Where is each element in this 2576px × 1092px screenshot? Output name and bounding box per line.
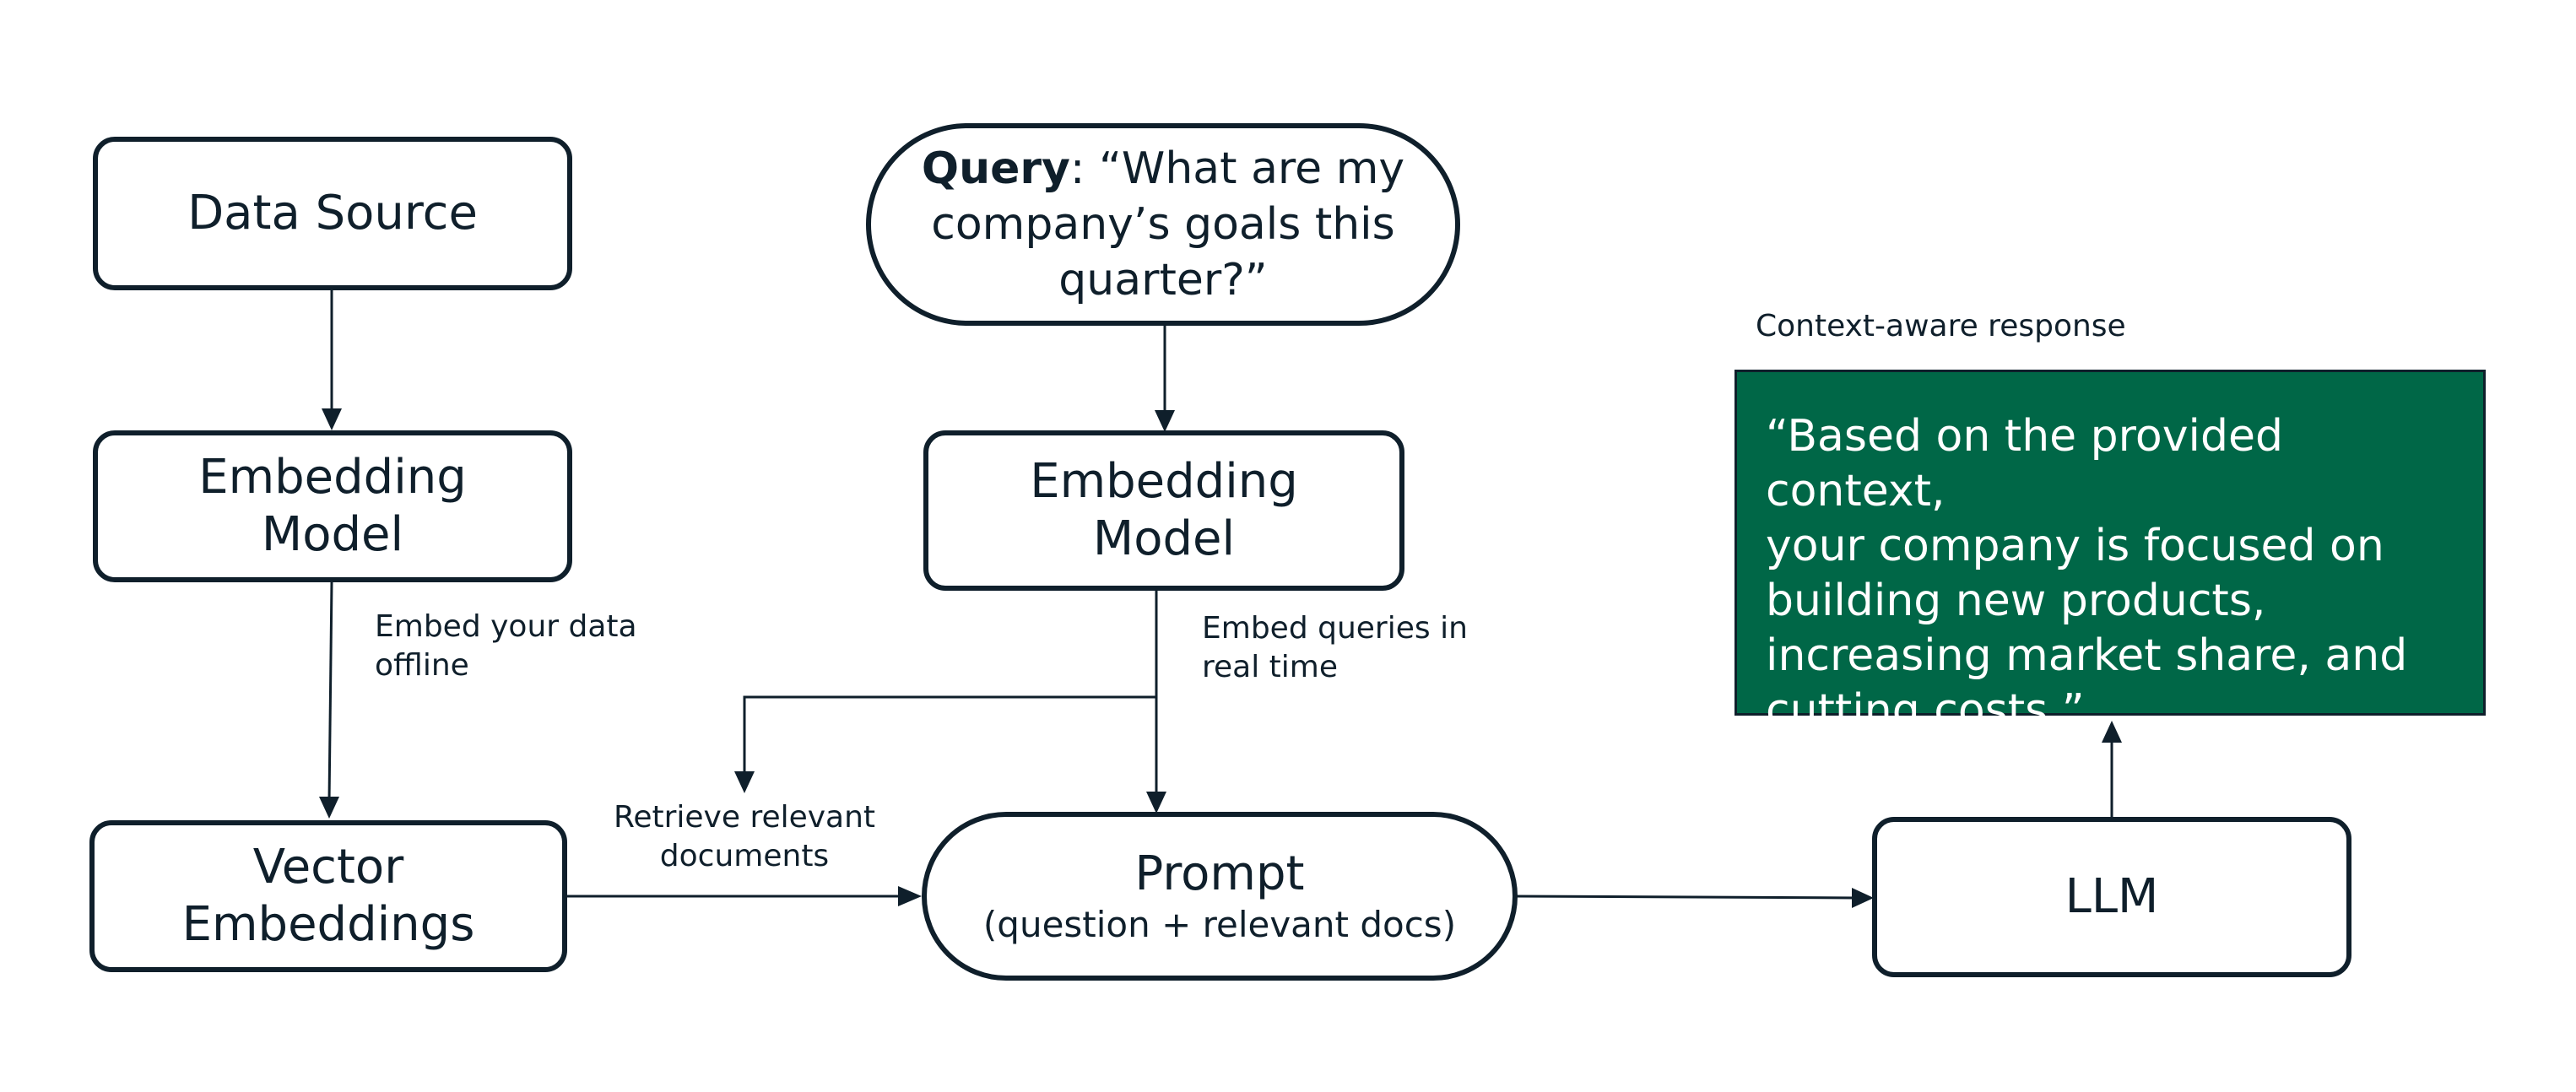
data-source-label: Data Source xyxy=(187,186,478,241)
context-aware-label: Context-aware response xyxy=(1756,309,2126,343)
query-bold-label: Query xyxy=(921,143,1070,194)
data-source-node: Data Source xyxy=(93,137,572,290)
llm-node: LLM xyxy=(1872,817,2351,977)
query-text: Query: “What are my company’s goals this… xyxy=(888,141,1438,308)
arrowhead-retrieve-branch xyxy=(734,771,755,793)
arrowhead-embedding-to-vector xyxy=(319,797,339,819)
query-line3: quarter?” xyxy=(1058,255,1268,305)
retrieve-line1: Retrieve relevant xyxy=(613,800,876,835)
vector-embeddings-node: Vector Embeddings xyxy=(89,820,567,972)
response-line4: increasing market share, and xyxy=(1766,630,2408,681)
retrieve-annotation: Retrieve relevant documents xyxy=(593,798,896,876)
embedding-model-left-line2: Model xyxy=(261,507,404,562)
embedding-model-right-line2: Model xyxy=(1092,511,1236,566)
prompt-subtitle: (question + relevant docs) xyxy=(982,904,1457,945)
arrowhead-prompt-to-llm xyxy=(1852,888,1874,908)
retrieve-line2: documents xyxy=(659,839,830,873)
response-line3: building new products, xyxy=(1766,576,2266,626)
response-line2: your company is focused on xyxy=(1766,521,2384,571)
arrowhead-datasource-to-embedding xyxy=(322,408,342,430)
query-line1-rest: : “What are my xyxy=(1069,143,1405,194)
embedding-model-right-line1: Embedding xyxy=(1030,454,1298,509)
prompt-node: Prompt (question + relevant docs) xyxy=(922,812,1518,981)
query-node: Query: “What are my company’s goals this… xyxy=(866,123,1460,326)
embed-realtime-annotation: Embed queries in real time xyxy=(1202,609,1468,687)
arrow-embedding-to-vector xyxy=(327,581,333,803)
response-box: “Based on the provided context, your com… xyxy=(1734,370,2486,736)
response-line5: cutting costs.” xyxy=(1766,685,2085,736)
embed-realtime-line1: Embed queries in xyxy=(1202,611,1468,646)
response-line1: “Based on the provided context, xyxy=(1766,411,2283,516)
arrow-prompt-to-llm xyxy=(1515,895,1858,900)
embed-offline-line2: offline xyxy=(375,648,469,683)
embedding-model-left-line1: Embedding xyxy=(198,450,467,505)
prompt-title: Prompt xyxy=(1134,846,1305,901)
arrowhead-llm-to-response xyxy=(2102,721,2122,743)
llm-label: LLM xyxy=(2065,869,2159,924)
vector-embeddings-line2: Embeddings xyxy=(181,897,475,952)
embed-realtime-line2: real time xyxy=(1202,650,1338,684)
arrowhead-embedding-to-prompt xyxy=(1146,792,1166,814)
arrowhead-query-to-embedding xyxy=(1155,410,1175,432)
vector-embeddings-line1: Vector xyxy=(252,840,404,895)
query-line2: company’s goals this xyxy=(931,199,1395,250)
arrow-retrieve-branch xyxy=(743,695,1156,775)
arrowhead-vector-to-prompt xyxy=(898,886,922,906)
embed-offline-annotation: Embed your data offline xyxy=(375,608,637,685)
embedding-model-left-node: Embedding Model xyxy=(93,430,572,582)
embedding-model-right-node: Embedding Model xyxy=(923,430,1404,591)
embed-offline-line1: Embed your data xyxy=(375,609,637,644)
